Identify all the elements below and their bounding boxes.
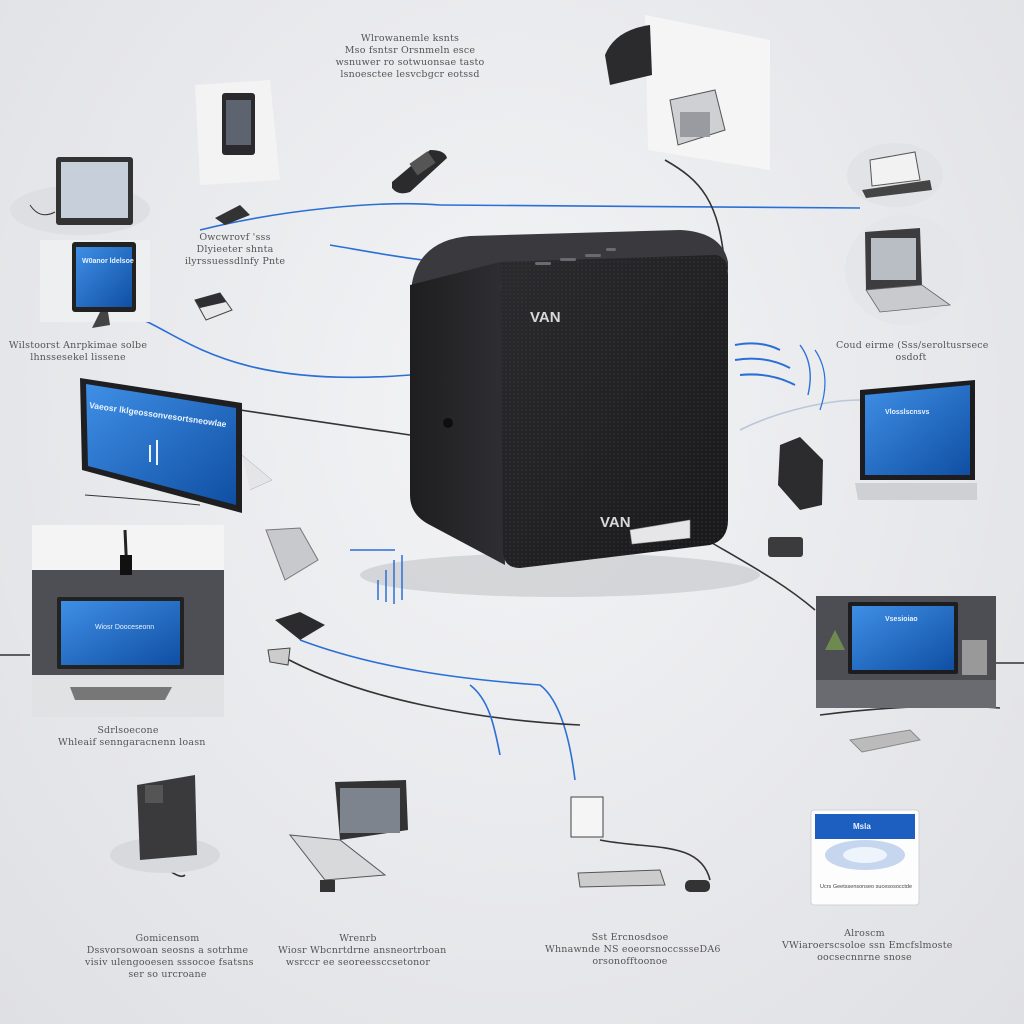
tv-right [855, 380, 977, 500]
small-gadget-top [215, 205, 250, 225]
central-hub-device: VAN VAN [410, 230, 728, 568]
monitor-blue-large-left [80, 378, 273, 513]
cable-blue-5 [299, 639, 576, 781]
caption-top-center: Wlrowanemle ksnts Mso fsntsr Orsnmeln es… [335, 33, 485, 80]
laptop-top-right [847, 143, 943, 207]
hub-brand-top: VAN [530, 309, 561, 326]
cable-blue-6 [469, 684, 501, 756]
tv-lower-right-screen-text: Vsesioiao [885, 616, 918, 623]
caption-bottom-3: Sst Ercnosdsoe Whnawnde NS eoeorsnoccsss… [545, 932, 721, 967]
cable-blue-2 [439, 204, 861, 209]
wifi-waves [734, 342, 826, 411]
desktop-small-monitor [570, 796, 710, 892]
tv-panel-lower-left [32, 525, 224, 717]
remote-control [392, 150, 447, 194]
tablet-device-top-left [195, 80, 280, 185]
cable-black-2 [664, 159, 726, 271]
pc-tower [110, 775, 220, 873]
caption-bottom-4: Alroscm VWiaroerscsoloe ssn Emcfslmoste … [782, 928, 953, 963]
laptop-right [845, 215, 965, 325]
laptop-bottom [288, 780, 408, 892]
monitor-1-screen-text: W0anor ldelsoe [82, 258, 134, 265]
cable-black-1 [239, 409, 411, 436]
info-card-device [810, 809, 920, 906]
small-router-left [194, 292, 233, 321]
hub-brand-bottom: VAN [600, 514, 631, 531]
info-card-title: Msla [853, 822, 871, 831]
caption-bottom-2: Wrenrb Wiosr Wbcnrtdrne ansneortrboan ws… [278, 933, 447, 968]
cable-black-4 [279, 654, 581, 726]
info-card-body: Ucrs Geetssensonseo sucesosocctde [820, 884, 913, 890]
monitor-top-left [10, 157, 150, 235]
wifi-signal-lines [350, 549, 403, 604]
caption-left-upper: Owcwrovf 'sss Dlyieeter shnta ilyrssuess… [184, 232, 286, 267]
caption-left-mid: Wilstoorst Anrpkimae solbe lhnssesekel l… [8, 340, 148, 363]
caption-left-lower: Sdrlsoecone Whleaif senngaracnenn loasn [58, 725, 206, 748]
tv-lower-left-screen-text: Wiosr Dooceseonn [95, 624, 155, 631]
tv-right-screen-text: Vlosslscnsvs [885, 409, 930, 416]
cable-blue-1 [199, 202, 441, 231]
wall-mounted-device [605, 15, 770, 170]
router-right [768, 437, 823, 557]
cable-blue-4 [129, 314, 411, 379]
caption-bottom-1: Gomicensom Dssvorsowoan seosns a sotrhme… [85, 933, 254, 980]
monitor-blue-left [40, 240, 150, 328]
caption-right-mid: Coud eirme (Sss/seroltusrsece osdoft [836, 340, 989, 363]
router-middle [265, 527, 325, 666]
tv-room-lower-right [816, 596, 996, 753]
